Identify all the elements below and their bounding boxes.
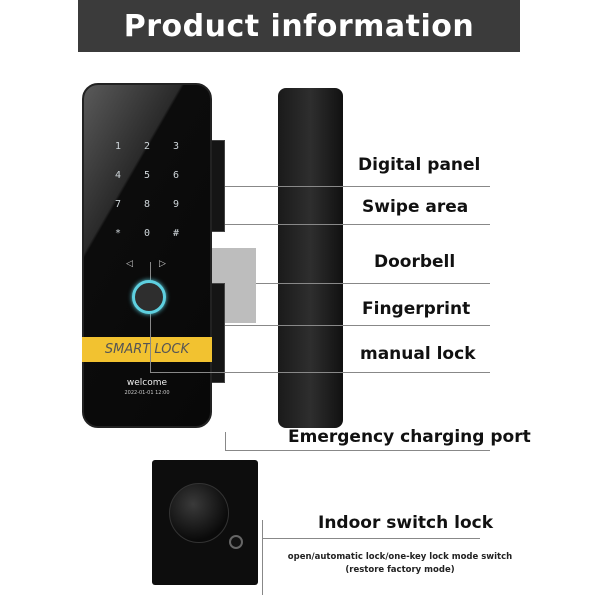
label-manual-lock: manual lock [360, 344, 476, 364]
fingerprint-sensor [132, 280, 166, 314]
label-indoor-switch: Indoor switch lock [318, 513, 494, 533]
indoor-knob [169, 483, 229, 543]
label-emergency-port: Emergency charging port [288, 427, 531, 447]
indoor-line [262, 538, 480, 539]
keypad-key: 4 [114, 170, 122, 181]
indoor-desc-1: open/automatic lock/one-key lock mode sw… [287, 552, 513, 562]
indoor-desc-2: (restore factory mode) [345, 565, 455, 575]
brand-text: SMART LOCK [104, 342, 190, 357]
keypad-key: 6 [172, 170, 180, 181]
header-banner: Product information [78, 0, 520, 52]
keypad-key: 3 [172, 141, 180, 152]
welcome-text: welcome [126, 378, 168, 388]
label-fingerprint: Fingerprint [362, 299, 471, 319]
keypad-key: 0 [143, 228, 151, 239]
keypad-key: 8 [143, 199, 151, 210]
fingerprint-line [225, 325, 490, 326]
keypad-key: 1 [114, 141, 122, 152]
lock-icon: ▷ [159, 259, 166, 269]
label-doorbell: Doorbell [374, 252, 456, 272]
doorbell-line [256, 283, 490, 284]
emergency-line-v [225, 432, 226, 450]
indoor-line-v [262, 520, 263, 595]
keypad-key: # [172, 228, 180, 239]
manual-lock-line [150, 372, 490, 373]
datetime-text: 2022-01-01 12:00 [124, 390, 170, 396]
label-swipe-area: Swipe area [362, 197, 469, 217]
brand-band: SMART LOCK [82, 337, 212, 362]
keypad-key: 9 [172, 199, 180, 210]
keypad-key: 2 [143, 141, 151, 152]
swipe-area-line [225, 224, 490, 225]
upper-bracket [210, 140, 225, 232]
emergency-line [225, 450, 490, 451]
doorbell-icon: ◁ [126, 259, 133, 269]
page-title: Product information [123, 8, 475, 44]
lower-bracket [210, 283, 225, 383]
manual-lock-line-v [150, 262, 151, 372]
keypad-key: 7 [114, 199, 122, 210]
keypad-key: * [114, 228, 122, 239]
keypad-key: 5 [143, 170, 151, 181]
mode-switch-button [229, 535, 243, 549]
digital-panel-line [225, 186, 490, 187]
lock-front-panel: 1 2 3 4 5 6 7 8 9 * 0 # ◁ ▷ welcome 2022-01-01 12:0… [82, 83, 212, 428]
label-digital-panel: Digital panel [358, 155, 481, 175]
lock-side-view [278, 88, 343, 428]
